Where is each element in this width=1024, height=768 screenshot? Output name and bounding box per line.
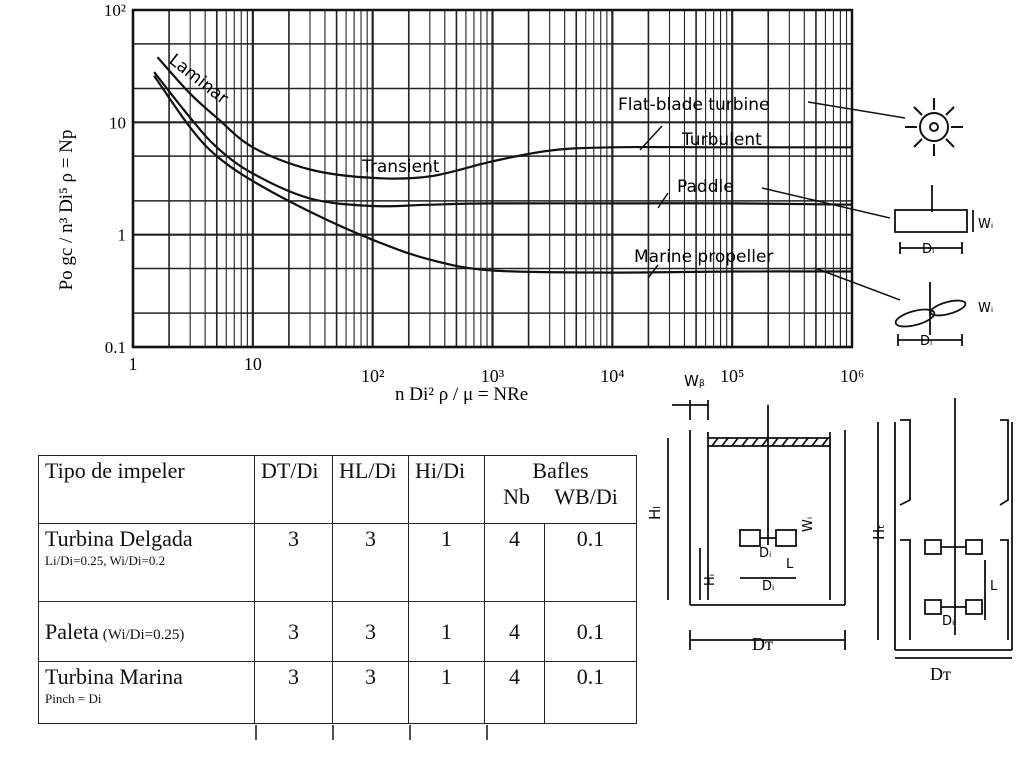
leader-paddle [657, 192, 669, 209]
cell-hi: 1 [408, 523, 485, 602]
table-header-row: Tipo de impeler DT/Di HL/Di Hi/Di Bafles… [38, 455, 637, 524]
row-name: Turbina Marina [45, 664, 183, 689]
plot-frame [131, 8, 854, 349]
row-name-cell: Paleta (Wi/Di=0.25) [38, 601, 255, 662]
label-paddle: Paddle [677, 177, 734, 197]
x-tick-label: 10⁶ [840, 366, 864, 386]
svg-text:Po gc / n³ Di⁵ ρ = Np: Po gc / n³ Di⁵ ρ = Np [56, 130, 77, 291]
y-tick-label: 10² [104, 1, 126, 20]
cell-wb: 0.1 [544, 661, 637, 724]
tank1-dt-label: Dт [752, 634, 773, 654]
paddle-d-label: Dᵢ [922, 242, 934, 257]
flat-blade-turbine-icon [905, 98, 963, 156]
header-dt-di: DT/Di [254, 455, 333, 524]
cell-wb: 0.1 [544, 601, 637, 662]
row-note: Pinch = Di [45, 691, 102, 706]
cell-wb: 0.1 [544, 523, 637, 602]
x-tick-label: 10² [361, 366, 384, 386]
marine-propeller-icon [894, 282, 967, 346]
cell-dt: 3 [254, 601, 333, 662]
y-tick-label: 0.1 [105, 338, 126, 357]
y-tick-label: 10 [109, 113, 126, 132]
row-name-cell: Turbina Delgada Li/Di=0.25, Wi/Di=0.2 [38, 523, 255, 602]
cell-hl: 3 [332, 601, 409, 662]
tank1-hi-label: Hᵢ [703, 574, 718, 586]
leader-paddle-icon [761, 187, 891, 219]
tank2-dt-label: Dт [930, 664, 951, 684]
row-name: Turbina Delgada [45, 526, 193, 551]
tank2-di-label: Dᵢ [942, 614, 954, 629]
impeller-table: Tipo de impeler DT/Di HL/Di Hi/Di Bafles… [38, 455, 637, 724]
cell-nb: 4 [484, 523, 545, 602]
annotation-transient: Transient [361, 157, 440, 177]
row-name-cell: Turbina Marina Pinch = Di [38, 661, 255, 724]
x-axis-label: n Di² ρ / μ = NRe [395, 384, 528, 405]
tank2-ht-label: Hₜ [870, 524, 888, 540]
cell-dt: 3 [254, 661, 333, 724]
header-hi-di: Hi/Di [408, 455, 485, 524]
y-axis-label: Po gc / n³ Di⁵ ρ = Np [56, 130, 77, 291]
header-bafles: Bafles Nb WB/Di [484, 455, 637, 524]
x-tick-label: 1 [129, 354, 138, 374]
propeller-w-label: Wᵢ [978, 301, 993, 316]
cell-hi: 1 [408, 661, 485, 724]
label-flat-blade-turbine: Flat-blade turbine [618, 95, 769, 115]
series-line-flat-blade-turbine [156, 56, 852, 180]
y-tick-label: 1 [118, 226, 127, 245]
leader-propeller-icon [814, 267, 901, 301]
table-row: Turbina Delgada Li/Di=0.25, Wi/Di=0.2 3 … [38, 523, 637, 602]
header-bafles-sub: Nb WB/Di [491, 484, 630, 510]
propeller-d-label: Dᵢ [920, 334, 932, 349]
paddle-icon [894, 185, 974, 254]
x-tick-label: 10³ [481, 366, 505, 386]
series-layer [153, 56, 853, 274]
header-bafles-label: Bafles [532, 458, 589, 483]
table-tail-lines [255, 725, 488, 740]
x-tick-label: 10 [244, 354, 262, 374]
tank1-di-inner-label: Dᵢ [759, 546, 771, 561]
tank1-l-label: L [786, 557, 794, 572]
x-tick-label: 10⁵ [720, 366, 744, 386]
header-nb: Nb [503, 484, 531, 509]
cell-nb: 4 [484, 661, 545, 724]
leader-turbulent [639, 125, 663, 151]
impeller-table-wrap: Tipo de impeler DT/Di HL/Di Hi/Di Bafles… [38, 455, 637, 724]
row-note: Li/Di=0.25, Wi/Di=0.2 [45, 553, 166, 568]
header-hl-di: HL/Di [332, 455, 409, 524]
paddle-w-label: Wᵢ [978, 217, 993, 232]
row-name: Paleta [45, 618, 99, 644]
row-note: (Wi/Di=0.25) [102, 626, 185, 643]
cell-hl: 3 [332, 523, 409, 602]
header-tipo: Tipo de impeler [38, 455, 255, 524]
tank1-hl-label: Hₗ [646, 506, 664, 520]
tank1-di-label: Dᵢ [762, 579, 774, 594]
table-row: Turbina Marina Pinch = Di 3 3 1 4 0.1 [38, 661, 637, 724]
leader-flat-blade [807, 101, 906, 119]
x-tick-label: 10⁴ [600, 366, 624, 386]
annotation-turbulent: Turbulent [681, 130, 762, 150]
cell-hi: 1 [408, 601, 485, 662]
series-line-paddle [153, 71, 853, 208]
table-row: Paleta (Wi/Di=0.25) 3 3 1 4 0.1 [38, 601, 637, 662]
header-wb-di: WB/Di [554, 484, 618, 509]
chart-grid [131, 10, 852, 349]
cell-dt: 3 [254, 523, 333, 602]
tank1-wi-label: Wᵢ [801, 517, 816, 532]
tank2-l-label: L [990, 579, 998, 594]
cell-nb: 4 [484, 601, 545, 662]
label-marine-propeller: Marine propeller [634, 247, 773, 267]
cell-hl: 3 [332, 661, 409, 724]
leader-marine [647, 264, 659, 279]
series-line-marine-propeller [153, 75, 853, 274]
